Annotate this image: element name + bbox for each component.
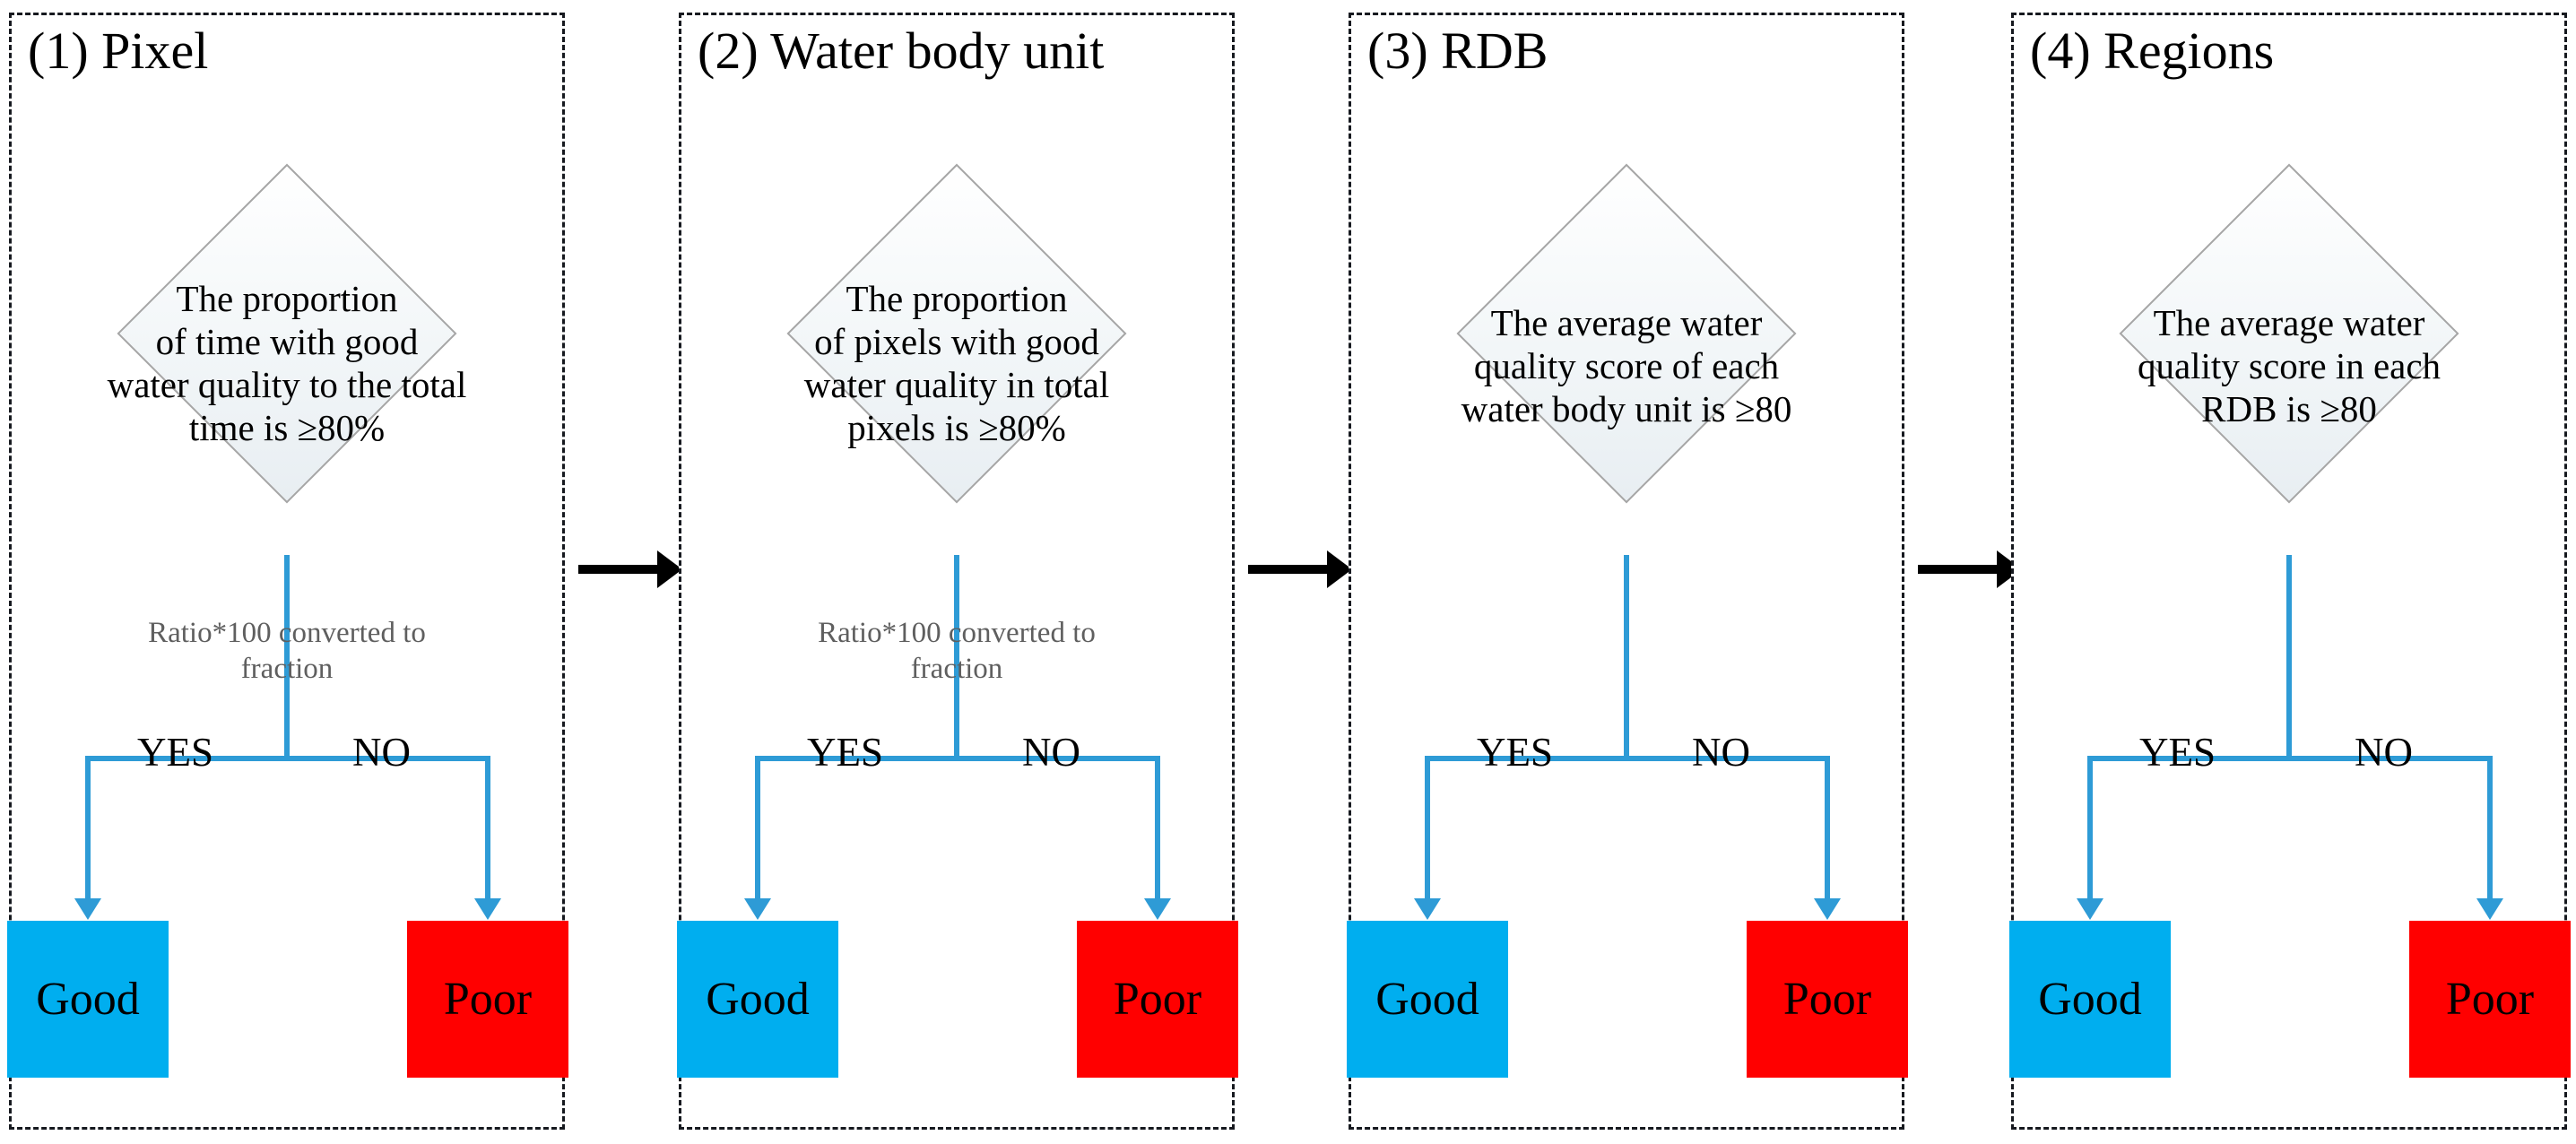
decision-stem-line [1624,555,1629,761]
yes-label: YES [2139,730,2216,775]
outcome-poor-box: Poor [1077,921,1238,1078]
decision-diamond: The proportion of pixels with good water… [786,163,1127,504]
conversion-note: Ratio*100 converted to fraction [818,617,1096,685]
yes-label: YES [1477,730,1554,775]
outcome-good-box: Good [7,921,169,1078]
branch-split-line [1425,756,1830,761]
decision-stem-line [284,555,290,761]
yes-arrowhead-icon [744,898,771,920]
yes-branch-line [1425,756,1430,902]
diamond-condition-text: The proportion of time with good water q… [107,278,467,448]
decision-diamond: The average water quality score in each … [2119,163,2459,504]
yes-arrowhead-icon [74,898,101,920]
decision-diamond: The proportion of time with good water q… [108,163,466,504]
no-label: NO [2355,730,2413,775]
no-arrowhead-icon [474,898,501,920]
no-branch-line [1155,756,1160,902]
no-label: NO [1692,730,1750,775]
panel-title: (3) RDB [1367,22,1548,80]
yes-branch-line [2087,756,2093,902]
yes-branch-line [85,756,91,902]
outcome-good-box: Good [2009,921,2171,1078]
diamond-condition-text: The average water quality score in each … [2137,302,2442,429]
no-arrowhead-icon [2476,898,2503,920]
no-arrowhead-icon [1814,898,1841,920]
no-branch-line [2487,756,2493,902]
outcome-poor-box: Poor [2409,921,2571,1078]
panel-title: (1) Pixel [28,22,209,80]
yes-branch-line [755,756,760,902]
conversion-note: Ratio*100 converted to fraction [148,617,426,685]
panel-title: (4) Regions [2030,22,2275,80]
outcome-good-box: Good [1347,921,1508,1078]
decision-stem-line [954,555,959,761]
panel-title: (2) Water body unit [698,22,1105,80]
no-label: NO [352,730,411,775]
branch-split-line [85,756,490,761]
decision-stem-line [2286,555,2292,761]
branch-split-line [2087,756,2493,761]
outcome-poor-box: Poor [1747,921,1908,1078]
no-branch-line [1825,756,1830,902]
no-label: NO [1022,730,1080,775]
yes-arrowhead-icon [2077,898,2103,920]
panel-regions: (4) Regions The average water quality sc… [2009,13,2571,1130]
flow-arrow-2-to-3 [1248,565,1329,574]
flow-arrow-3-to-4 [1918,565,1999,574]
no-branch-line [485,756,490,902]
diamond-condition-text: The proportion of pixels with good water… [803,278,1110,448]
outcome-good-box: Good [677,921,838,1078]
yes-label: YES [137,730,214,775]
decision-diamond: The average water quality score of each … [1456,163,1797,504]
branch-split-line [755,756,1160,761]
diamond-condition-text: The average water quality score of each … [1461,302,1792,429]
yes-label: YES [807,730,884,775]
panel-water-body-unit: (2) Water body unit The proportion of pi… [677,13,1238,1130]
no-arrowhead-icon [1144,898,1171,920]
panel-pixel: (1) Pixel The proportion of time with go… [7,13,568,1130]
flow-arrow-1-to-2 [578,565,659,574]
panel-rdb: (3) RDB The average water quality score … [1347,13,1908,1130]
outcome-poor-box: Poor [407,921,568,1078]
yes-arrowhead-icon [1414,898,1441,920]
